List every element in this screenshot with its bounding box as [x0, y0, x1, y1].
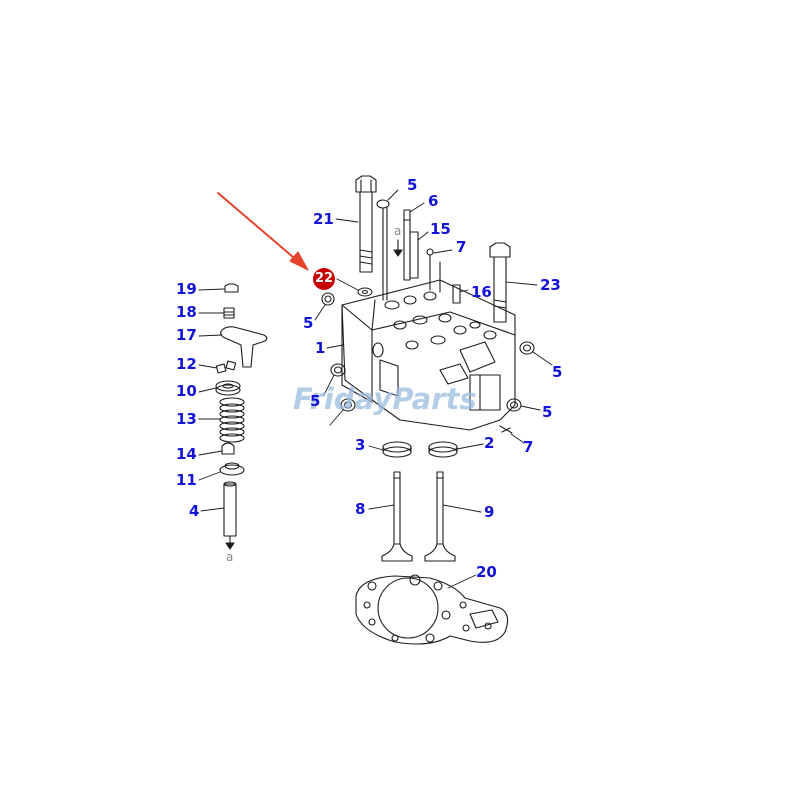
- bolt-23: [489, 242, 511, 323]
- callout-3: 3: [355, 436, 366, 454]
- callout-5: 5: [407, 176, 418, 194]
- callout-12: 12: [176, 355, 197, 373]
- watermark: FridayParts: [293, 382, 477, 416]
- marker-a-bottom: a: [226, 550, 234, 564]
- callout-11: 11: [176, 471, 197, 489]
- callout-5: 5: [542, 403, 553, 421]
- leader-lines: [198, 189, 553, 589]
- callout-5: 5: [310, 392, 321, 410]
- pointer-arrow: [217, 192, 309, 271]
- callout-15: 15: [430, 220, 451, 238]
- marker-a-top: a: [394, 224, 402, 238]
- callout-13: 13: [176, 410, 197, 428]
- callout-9: 9: [484, 503, 495, 521]
- callout-5: 5: [303, 314, 314, 332]
- callout-7: 7: [456, 238, 467, 256]
- callout-6: 6: [428, 192, 439, 210]
- head-gasket: [355, 574, 509, 645]
- highlight-badge-22: 22: [313, 268, 335, 290]
- bolt-21: [355, 175, 377, 273]
- callout-23: 23: [540, 276, 561, 294]
- callout-21: 21: [313, 210, 334, 228]
- valve-8: [381, 471, 413, 562]
- callout-16: 16: [471, 283, 492, 301]
- valve-9: [424, 471, 456, 562]
- callout-18: 18: [176, 303, 197, 321]
- callout-1: 1: [315, 339, 326, 357]
- callout-8: 8: [355, 500, 366, 518]
- callout-19: 19: [176, 280, 197, 298]
- cylinder-head-body: [341, 279, 516, 431]
- callout-20: 20: [476, 563, 497, 581]
- rocker-stack: [215, 283, 268, 550]
- callout-14: 14: [176, 445, 197, 463]
- callout-4: 4: [189, 502, 200, 520]
- callout-17: 17: [176, 326, 197, 344]
- callout-7: 7: [523, 438, 534, 456]
- callout-2: 2: [484, 434, 495, 452]
- callout-5: 5: [552, 363, 563, 381]
- callout-10: 10: [176, 382, 197, 400]
